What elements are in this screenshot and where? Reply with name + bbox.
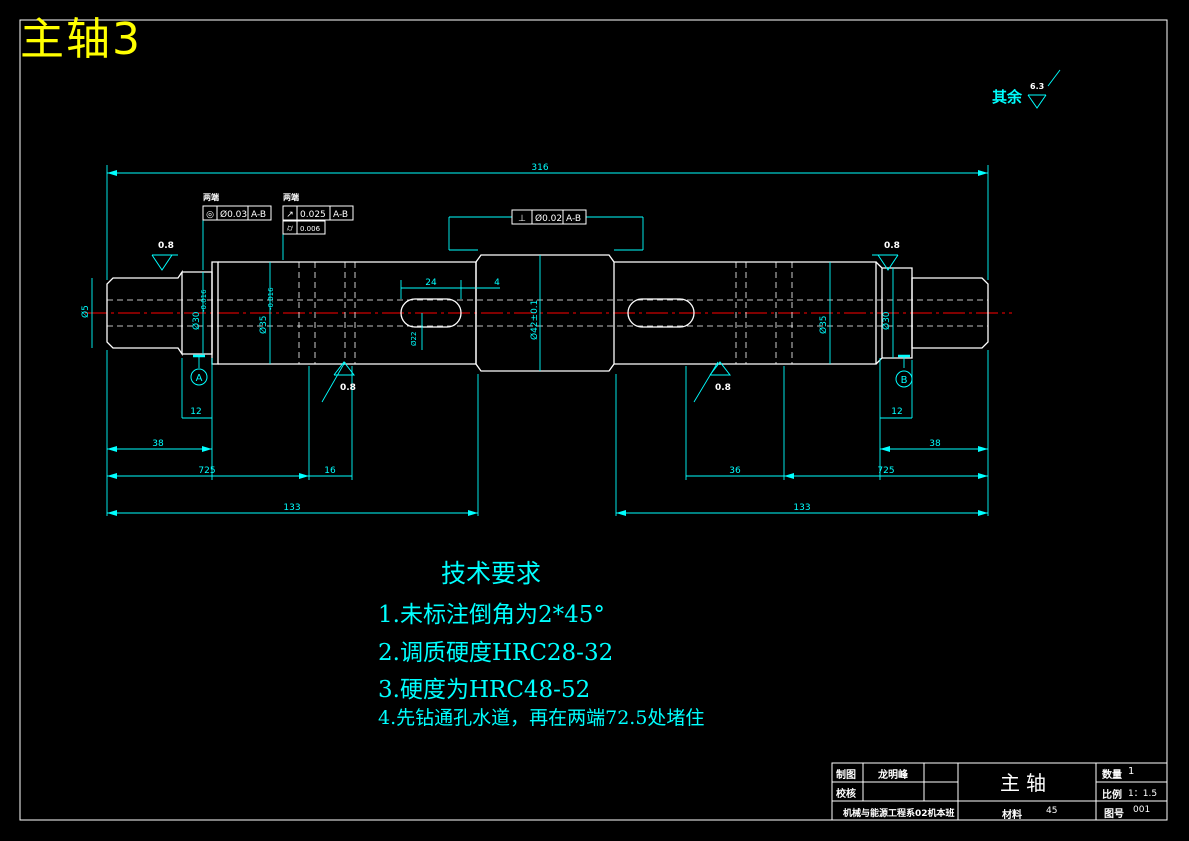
tol-mid-datum: A-B [333, 210, 348, 220]
drawing-title: 主轴3 [20, 14, 142, 65]
roughness-values: 0.8 0.8 0.8 0.8 6.3 [158, 82, 1044, 393]
tol-center-symbol: ⊥ [518, 214, 526, 224]
dim-bearing-left-dia: Ø30 [191, 311, 202, 330]
tb-part-name: 主轴 [1000, 771, 1052, 795]
dimension-arrows [107, 170, 988, 516]
dim-overall: 316 [531, 163, 548, 173]
roughness-symbols [151, 94, 1047, 376]
dim-left-725: 725 [198, 466, 215, 476]
tol-center-value: Ø0.02 [535, 213, 562, 224]
tech-requirements-title: 技术要求 [441, 559, 542, 588]
tol-left-note: 两端 [203, 192, 219, 202]
tb-qty-label: 数量 [1102, 770, 1122, 781]
dim-journal-left-tol: -0.016 [267, 287, 275, 310]
roughness-right-top: 0.8 [884, 241, 900, 251]
hidden-lines [107, 262, 988, 364]
roughness-right-bottom: 0.8 [715, 383, 731, 393]
tol-mid-value: 0.025 [300, 210, 326, 220]
dim-right-725: 725 [877, 466, 894, 476]
tol-mid2-symbol: ⌭ [287, 224, 294, 234]
dim-left-38: 38 [152, 439, 164, 449]
dimension-lines [91, 69, 1061, 516]
dim-bearing-left-tol: -0.016 [200, 289, 208, 312]
tech-requirement-4: 4.先钻通孔水道，再在两端72.5处堵住 [378, 707, 705, 729]
dim-keyway-24: 24 [425, 278, 437, 288]
roughness-note-value: 6.3 [1030, 82, 1044, 91]
tol-center-datum: A-B [566, 214, 581, 224]
datum-circles [190, 368, 913, 388]
tol-mid-note: 两端 [283, 192, 299, 202]
dim-bearing-right-dia: Ø30 [881, 311, 892, 330]
tol-left-symbol: ◎ [206, 210, 214, 220]
datum-b: B [901, 375, 908, 386]
tb-material-value: 45 [1046, 806, 1058, 816]
tol-mid2-value: 0.006 [300, 225, 321, 233]
dim-right-38: 38 [929, 439, 941, 449]
tech-requirement-2: 2.调质硬度HRC28-32 [378, 640, 614, 666]
dim-keyway-depth: Ø22 [410, 332, 418, 346]
tech-requirement-1: 1.未标注倒角为2*45° [378, 602, 605, 628]
tb-scale-value: 1：1.5 [1128, 789, 1158, 799]
tb-qty-value: 1 [1128, 766, 1135, 777]
tb-drawing-no-label: 图号 [1104, 809, 1124, 820]
dim-right-133: 133 [793, 503, 810, 513]
shaft-outline [106, 254, 989, 372]
tech-requirement-3: 3.硬度为HRC48-52 [378, 677, 591, 703]
tb-scale-label: 比例 [1102, 790, 1122, 801]
tb-draw-name: 龙明峰 [878, 770, 908, 781]
tolerance-text: 两端 ◎ Ø0.03 A-B 两端 ↗ 0.025 A-B ⌭ 0.006 ⊥ … [203, 192, 581, 234]
tol-left-value: Ø0.03 [220, 209, 247, 220]
dimension-text: 316 12 38 725 16 133 36 725 12 38 133 24… [80, 163, 941, 513]
tb-drawing-no-value: 001 [1133, 805, 1151, 815]
tol-left-datum: A-B [251, 210, 266, 220]
roughness-note-label: 其余 [992, 88, 1023, 106]
tolerance-frames [202, 205, 587, 235]
tol-mid-symbol: ↗ [286, 210, 294, 220]
drawing-border [19, 19, 1168, 821]
dim-end-dia: Ø5 [80, 305, 91, 318]
dim-left-16: 16 [324, 466, 336, 476]
tb-check-label: 校核 [836, 789, 856, 800]
dim-right-12: 12 [891, 407, 902, 417]
dim-left-133: 133 [283, 503, 300, 513]
dim-keyway-4: 4 [494, 278, 500, 288]
tb-material-label: 材料 [1002, 810, 1022, 821]
dim-center-dia: Ø42±0.1 [529, 300, 540, 340]
roughness-left-bottom: 0.8 [340, 383, 356, 393]
dim-journal-left-dia: Ø35 [258, 315, 269, 334]
dim-right-36: 36 [729, 466, 741, 476]
datum-letters: A B [196, 373, 908, 386]
datum-a: A [196, 373, 203, 384]
dim-journal-right-dia: Ø35 [818, 315, 829, 334]
title-block-lines [831, 762, 1168, 821]
tb-school: 机械与能源工程系02机本班 [843, 809, 955, 819]
dim-left-12: 12 [190, 407, 201, 417]
tb-draw-label: 制图 [836, 770, 856, 781]
roughness-left-top: 0.8 [158, 241, 174, 251]
